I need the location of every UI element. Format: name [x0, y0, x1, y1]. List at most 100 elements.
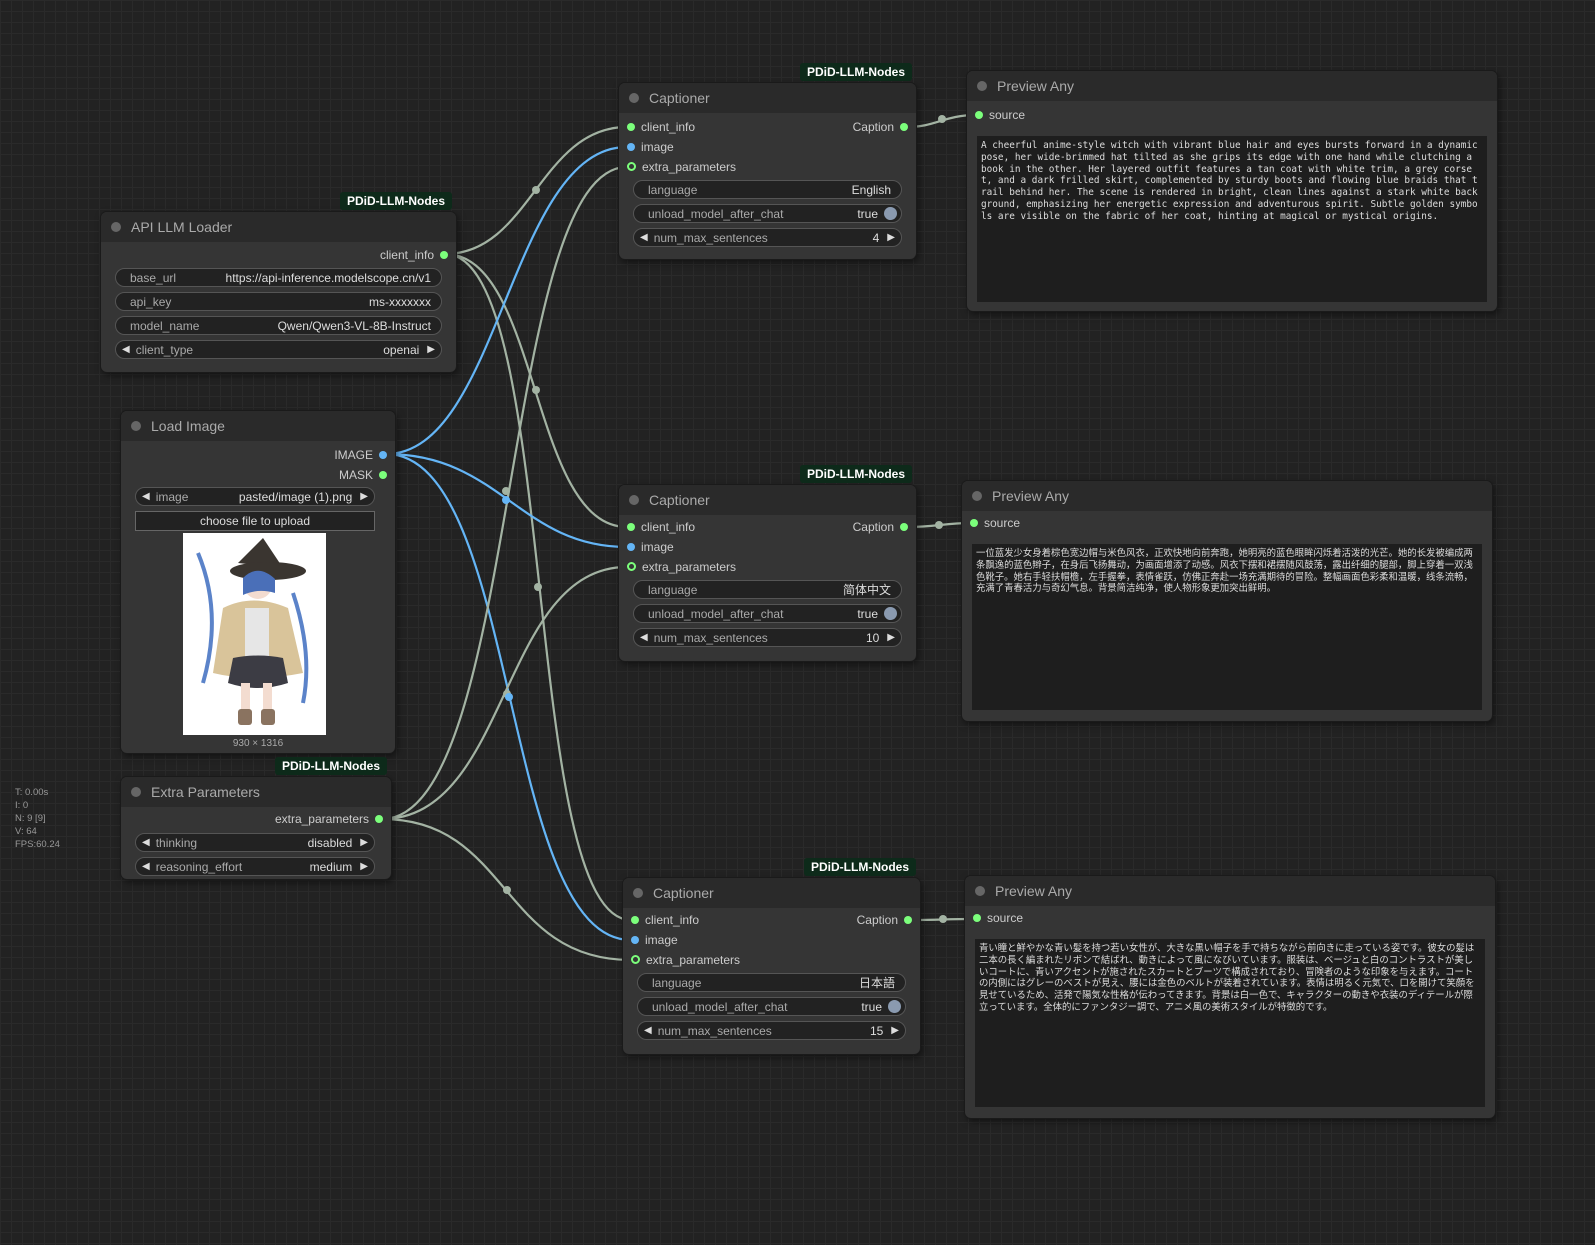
input-slot-icon[interactable] [627, 162, 636, 172]
arrow-right-icon[interactable]: ▶ [360, 837, 368, 848]
input-slot-icon[interactable] [627, 542, 635, 551]
widget-num-max-sentences[interactable]: ◀ num_max_sentences 4 ▶ [633, 228, 902, 247]
preview-text[interactable]: 青い瞳と鮮やかな青い髪を持つ若い女性が、大きな黒い帽子を手で持ちながら前向きに走… [975, 939, 1485, 1107]
load-image-node[interactable]: Load Image IMAGE MASK ◀ image pasted/ima… [121, 411, 395, 753]
arrow-right-icon[interactable]: ▶ [427, 344, 435, 355]
widget-image-select[interactable]: ◀ image pasted/image (1).png ▶ [135, 487, 375, 506]
output-slot-icon[interactable] [375, 814, 383, 823]
node-title[interactable]: Preview Any [965, 876, 1495, 906]
arrow-left-icon[interactable]: ◀ [142, 491, 150, 502]
preview-any-node-1[interactable]: Preview Any source A cheerful anime-styl… [967, 71, 1497, 311]
input-image[interactable]: image [627, 538, 674, 556]
input-slot-icon[interactable] [975, 110, 983, 119]
collapse-dot-icon[interactable] [977, 81, 987, 91]
output-caption[interactable]: Caption [857, 911, 912, 929]
upload-button[interactable]: choose file to upload [135, 511, 375, 531]
arrow-left-icon[interactable]: ◀ [122, 344, 130, 355]
node-title[interactable]: API LLM Loader [101, 212, 456, 242]
input-slot-icon[interactable] [631, 935, 639, 944]
captioner-node-2[interactable]: PDiD-LLM-Nodes Captioner client_info ima… [619, 465, 916, 661]
widget-api-key[interactable]: api_key ms-xxxxxxx [115, 292, 442, 311]
arrow-left-icon[interactable]: ◀ [142, 837, 150, 848]
output-client-info[interactable]: client_info [380, 246, 448, 264]
output-slot-icon[interactable] [379, 470, 387, 479]
widget-unload-toggle[interactable]: unload_model_after_chat true [633, 604, 902, 623]
preview-any-node-3[interactable]: Preview Any source 青い瞳と鮮やかな青い髪を持つ若い女性が、大… [965, 876, 1495, 1118]
arrow-right-icon[interactable]: ▶ [891, 1025, 899, 1036]
widget-language[interactable]: language 日本語 [637, 973, 906, 992]
input-slot-icon[interactable] [627, 522, 635, 531]
input-extra-parameters[interactable]: extra_parameters [627, 158, 736, 176]
output-extra-parameters[interactable]: extra_parameters [275, 810, 383, 828]
node-title[interactable]: Preview Any [962, 481, 1492, 511]
preview-any-node-2[interactable]: Preview Any source 一位蓝发少女身着棕色宽边帽与米色风衣，正欢… [962, 481, 1492, 721]
widget-unload-toggle[interactable]: unload_model_after_chat true [637, 997, 906, 1016]
widget-client-type[interactable]: ◀ client_type openai ▶ [115, 340, 442, 359]
collapse-dot-icon[interactable] [633, 888, 643, 898]
node-title[interactable]: Captioner [619, 485, 916, 515]
captioner-node-3[interactable]: PDiD-LLM-Nodes Captioner client_info ima… [623, 858, 920, 1054]
input-source[interactable]: source [973, 909, 1023, 927]
widget-language[interactable]: language 简体中文 [633, 580, 902, 599]
arrow-left-icon[interactable]: ◀ [640, 232, 648, 243]
input-slot-icon[interactable] [627, 122, 635, 131]
arrow-left-icon[interactable]: ◀ [640, 632, 648, 643]
input-client-info[interactable]: client_info [627, 518, 695, 536]
extra-parameters-node[interactable]: PDiD-LLM-Nodes Extra Parameters extra_pa… [121, 757, 391, 879]
arrow-left-icon[interactable]: ◀ [644, 1025, 652, 1036]
input-slot-icon[interactable] [973, 913, 981, 922]
widget-num-max-sentences[interactable]: ◀ num_max_sentences 15 ▶ [637, 1021, 906, 1040]
widget-reasoning-effort[interactable]: ◀ reasoning_effort medium ▶ [135, 857, 375, 876]
output-slot-icon[interactable] [904, 915, 912, 924]
widget-base-url[interactable]: base_url https://api-inference.modelscop… [115, 268, 442, 287]
node-title[interactable]: Captioner [619, 83, 916, 113]
input-slot-icon[interactable] [627, 562, 636, 572]
arrow-right-icon[interactable]: ▶ [887, 632, 895, 643]
node-title[interactable]: Captioner [623, 878, 920, 908]
output-slot-icon[interactable] [900, 122, 908, 131]
widget-unload-toggle[interactable]: unload_model_after_chat true [633, 204, 902, 223]
output-slot-icon[interactable] [440, 250, 448, 259]
input-client-info[interactable]: client_info [627, 118, 695, 136]
toggle-knob-icon[interactable] [884, 207, 897, 220]
toggle-knob-icon[interactable] [884, 607, 897, 620]
widget-thinking[interactable]: ◀ thinking disabled ▶ [135, 833, 375, 852]
toggle-knob-icon[interactable] [888, 1000, 901, 1013]
arrow-right-icon[interactable]: ▶ [360, 861, 368, 872]
input-slot-icon[interactable] [627, 142, 635, 151]
output-slot-icon[interactable] [900, 522, 908, 531]
widget-language[interactable]: language English [633, 180, 902, 199]
collapse-dot-icon[interactable] [131, 421, 141, 431]
input-source[interactable]: source [970, 514, 1020, 532]
arrow-left-icon[interactable]: ◀ [142, 861, 150, 872]
input-image[interactable]: image [627, 138, 674, 156]
output-caption[interactable]: Caption [853, 118, 908, 136]
output-caption[interactable]: Caption [853, 518, 908, 536]
input-slot-icon[interactable] [631, 955, 640, 965]
input-extra-parameters[interactable]: extra_parameters [627, 558, 736, 576]
widget-num-max-sentences[interactable]: ◀ num_max_sentences 10 ▶ [633, 628, 902, 647]
collapse-dot-icon[interactable] [131, 787, 141, 797]
input-source[interactable]: source [975, 106, 1025, 124]
collapse-dot-icon[interactable] [975, 886, 985, 896]
output-image[interactable]: IMAGE [334, 446, 387, 464]
node-title[interactable]: Load Image [121, 411, 395, 441]
output-mask[interactable]: MASK [339, 466, 387, 484]
output-slot-icon[interactable] [379, 450, 387, 459]
node-title[interactable]: Preview Any [967, 71, 1497, 101]
input-image[interactable]: image [631, 931, 678, 949]
arrow-right-icon[interactable]: ▶ [360, 491, 368, 502]
api-llm-loader-node[interactable]: PDiD-LLM-Nodes API LLM Loader client_inf… [101, 192, 456, 372]
captioner-node-1[interactable]: PDiD-LLM-Nodes Captioner client_info ima… [619, 63, 916, 259]
input-slot-icon[interactable] [631, 915, 639, 924]
collapse-dot-icon[interactable] [111, 222, 121, 232]
preview-text[interactable]: 一位蓝发少女身着棕色宽边帽与米色风衣，正欢快地向前奔跑，她明亮的蓝色眼眸闪烁着活… [972, 544, 1482, 710]
node-title[interactable]: Extra Parameters [121, 777, 391, 807]
collapse-dot-icon[interactable] [629, 495, 639, 505]
collapse-dot-icon[interactable] [629, 93, 639, 103]
preview-text[interactable]: A cheerful anime-style witch with vibran… [977, 136, 1487, 302]
input-extra-parameters[interactable]: extra_parameters [631, 951, 740, 969]
arrow-right-icon[interactable]: ▶ [887, 232, 895, 243]
widget-model-name[interactable]: model_name Qwen/Qwen3-VL-8B-Instruct [115, 316, 442, 335]
collapse-dot-icon[interactable] [972, 491, 982, 501]
